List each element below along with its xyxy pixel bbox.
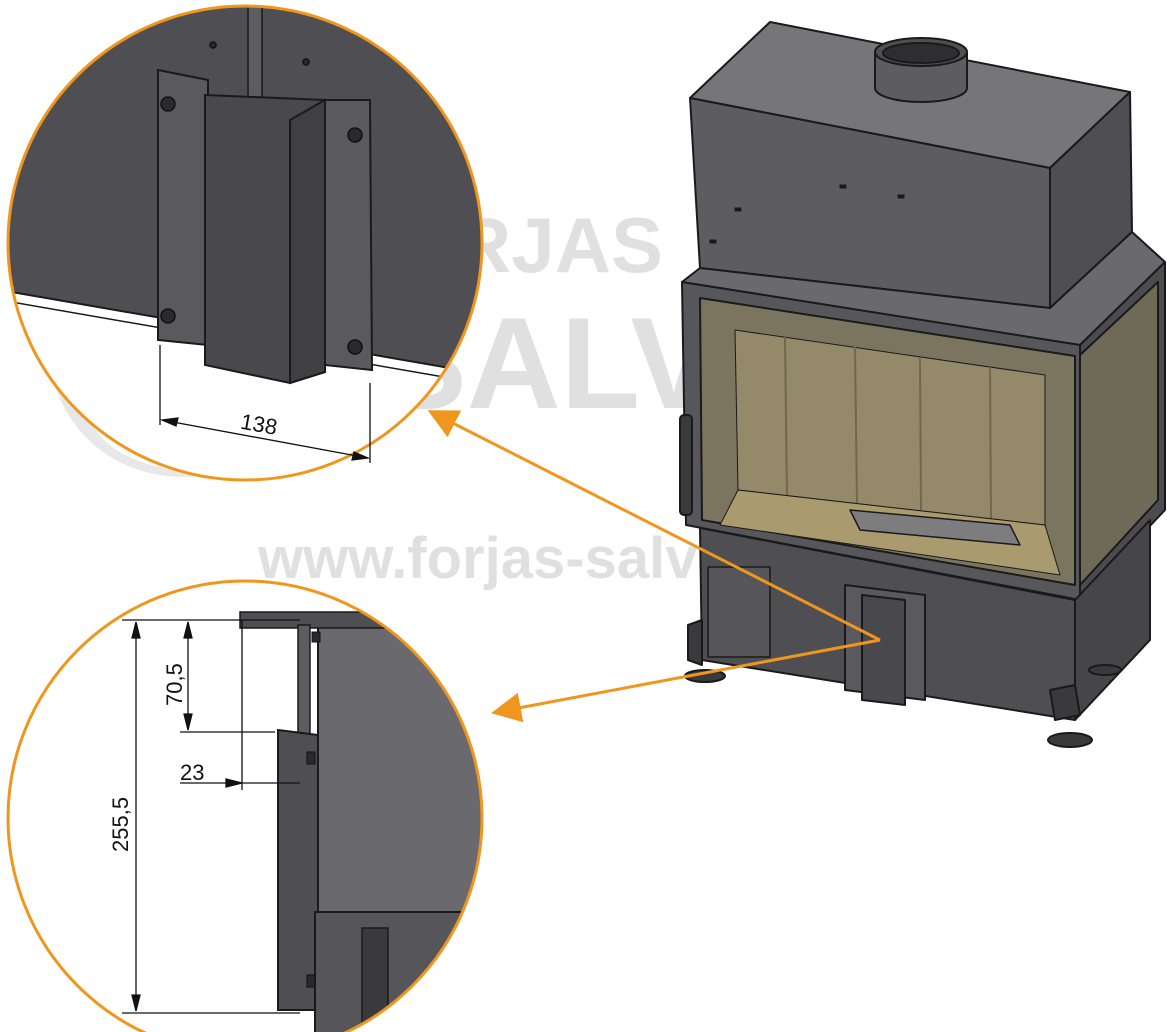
dim-height-top-label: 70,5 [162,663,187,706]
callout-arrows [427,410,881,723]
detail-bottom-bracket [277,728,319,1011]
base-access-panel [707,566,771,658]
detail-bottom-rod [297,624,311,736]
callout-arrow-top [427,410,881,642]
glass-side-panel [1079,281,1159,586]
detail-top-outline [6,4,484,482]
front-mounting-bracket [844,584,926,706]
callout-arrow-bottom [491,638,881,723]
dim-offset-label: 23 [180,760,204,785]
door-handle [679,414,693,516]
adjustable-feet [684,619,1122,748]
watermark-brand-top: RJAS [455,201,663,289]
grate [849,509,1021,546]
hood-slots [709,184,905,244]
firebrick-joints [784,336,992,520]
detail-top-bracket [157,68,374,385]
flue-collar [874,37,968,103]
detail-view-bottom [6,579,484,1032]
detail-bottom-outline [6,579,484,1032]
detail-bottom-bolts [306,631,321,988]
detail-view-top [6,4,484,482]
detail-bottom-base [314,911,482,1032]
detail-top-rod [247,6,263,101]
detail-top-bolts [160,41,363,355]
fireplace-insert [679,21,1166,748]
dimension-labels: 138 70,5 23 255,5 [108,409,279,852]
dimension-lines [122,345,371,1014]
watermark-website: www.forjas-salv [257,526,697,591]
dim-height-total-label: 255,5 [108,797,133,852]
detail-bottom-foot-tube [361,927,389,1029]
